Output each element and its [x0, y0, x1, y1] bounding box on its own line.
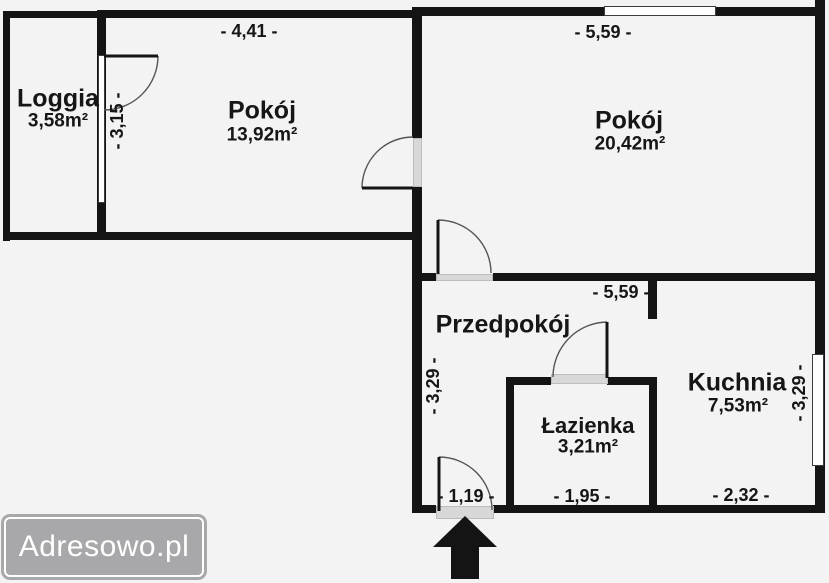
door-arc-bathroom [552, 321, 608, 378]
room-label-bathroom: Łazienka [541, 413, 635, 438]
dim-balcony-wall-height: - 3,15 - [107, 92, 127, 150]
wall-bottom-left [412, 505, 436, 513]
watermark-text: Adresowo.pl [18, 530, 190, 563]
room-area-kitchen: 7,53m² [707, 395, 769, 417]
door-arc-rooms [361, 136, 414, 189]
dim-entrance-width: - 1,19 - [437, 486, 495, 506]
wall-kitchen-stub [648, 281, 657, 319]
door-threshold-room-large [436, 274, 493, 281]
watermark-inner-frame: Adresowo.pl [4, 517, 204, 577]
dim-bathroom-width: - 1,95 - [553, 486, 611, 506]
dim-room-large-width: - 5,59 - [574, 22, 632, 42]
door-arc-balcony [103, 55, 159, 111]
dim-room-small-width: - 4,41 - [220, 21, 278, 41]
watermark-badge: Adresowo.pl [1, 514, 207, 580]
window-loggia [98, 55, 105, 203]
door-arc-entrance [438, 456, 493, 511]
wall-center-upper [412, 7, 422, 138]
window-room-large [604, 6, 716, 16]
wall-loggia-top [3, 11, 104, 18]
dim-lower-section-width: - 5,59 - [592, 282, 650, 302]
wall-loggia-left [3, 11, 10, 241]
room-label-room-large: Pokój [594, 106, 664, 135]
room-label-kitchen: Kuchnia [687, 368, 787, 397]
wall-bathroom-right [649, 377, 657, 508]
dim-hallway-height: - 3,29 - [423, 357, 443, 415]
wall-center-lower [412, 187, 422, 513]
wall-loggia-bottom [3, 232, 104, 240]
entrance-arrow-icon [433, 516, 497, 579]
room-label-hallway: Przedpokój [435, 310, 571, 339]
room-label-room-small: Pokój [227, 96, 297, 125]
wall-bathroom-top-left [506, 377, 551, 385]
wall-mid-right [493, 273, 825, 281]
wall-right [815, 0, 825, 513]
dim-kitchen-height: - 3,29 - [789, 364, 809, 422]
door-threshold-bathroom [551, 374, 608, 384]
wall-top-left [97, 10, 422, 18]
dim-kitchen-width: - 2,32 - [712, 485, 770, 505]
wall-bottom-right [493, 505, 825, 513]
room-area-loggia: 3,58m² [27, 110, 89, 132]
wall-room-small-bottom [97, 232, 422, 240]
room-area-room-large: 20,42m² [594, 133, 666, 155]
door-arc-room-large [437, 219, 492, 274]
room-area-bathroom: 3,21m² [557, 436, 619, 458]
room-label-loggia: Loggia [17, 84, 99, 113]
wall-bathroom-top-right [607, 377, 657, 385]
door-threshold-rooms [413, 138, 422, 187]
window-kitchen [812, 354, 824, 466]
room-area-room-small: 13,92m² [226, 124, 298, 146]
wall-bathroom-left [506, 377, 514, 508]
wall-mid-left [412, 273, 436, 281]
